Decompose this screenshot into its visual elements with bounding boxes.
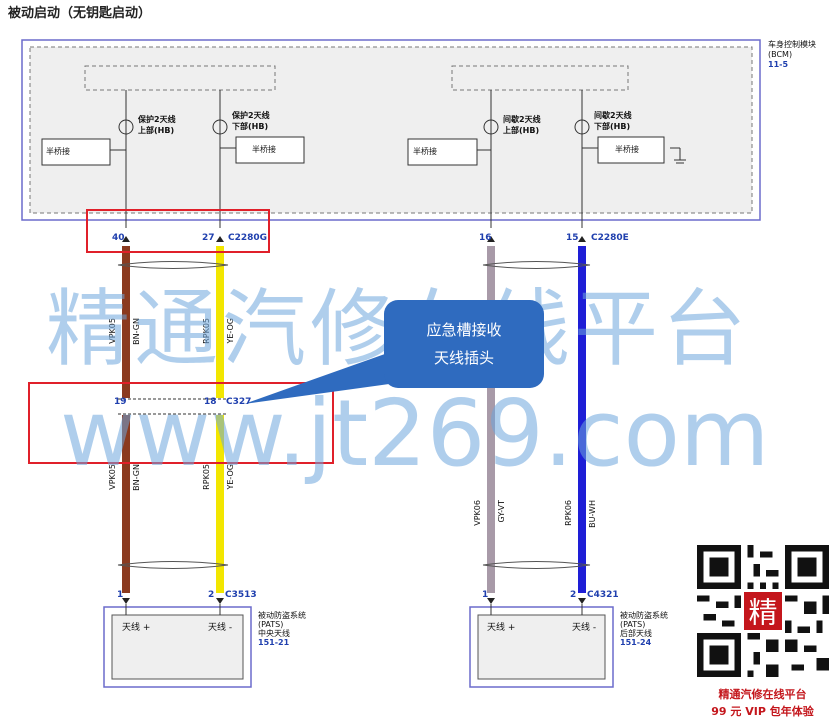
promo-line2: 99 元 VIP 包年体验 xyxy=(711,705,814,718)
qr-code: 精 xyxy=(697,545,829,677)
bcm-left-subunit xyxy=(84,65,276,91)
highlight-c2280g xyxy=(86,209,270,253)
qr-center-text: 精 xyxy=(749,595,778,629)
connector-c2280e: C2280E xyxy=(591,233,629,243)
rear-upper-label: 间歇2天线 上部(HB) xyxy=(503,115,541,135)
wire-rpk05-upper xyxy=(216,246,224,398)
pats-rear-line2: (PATS) xyxy=(620,620,646,629)
pin-c3513-1: 1 xyxy=(117,590,124,600)
pats-rear-box xyxy=(469,606,614,688)
pats-center-ref: 151-21 xyxy=(258,638,290,647)
pin-c4321-1: 1 xyxy=(482,590,489,600)
bcm-name-line2: (BCM) xyxy=(768,50,793,59)
connector-c3513: C3513 xyxy=(225,590,257,600)
callout-line1: 应急槽接收 xyxy=(426,321,502,339)
pats-rear-line1: 被动防盗系统 xyxy=(620,611,668,620)
pats-rear-ant-plus: 天线 + xyxy=(487,623,516,633)
pin-15: 15 xyxy=(566,233,579,243)
watermark-url: www.jt269.com xyxy=(60,380,770,487)
pats-center-ant-minus: 天线 - xyxy=(208,623,233,633)
half-bridge-2: 半桥接 xyxy=(252,145,276,154)
pats-center-line2: (PATS) xyxy=(258,620,284,629)
bcm-ref: 11-5 xyxy=(768,60,789,69)
callout-pointer xyxy=(244,350,418,404)
bcm-inner-dashed-box xyxy=(29,46,753,214)
pats-center-inner xyxy=(111,614,244,680)
wire-label-rpk06-color: BU-WH xyxy=(588,500,597,528)
wire-label-vpk06-color: GY-VT xyxy=(497,500,506,523)
front-upper-label: 保护2天线 上部(HB) xyxy=(138,115,176,135)
bcm-name-line1: 车身控制模块 xyxy=(768,40,816,49)
bcm-name: 车身控制模块 (BCM) 11-5 xyxy=(768,40,816,70)
pin-c3513-2: 2 xyxy=(208,590,215,600)
callout-line2: 天线插头 xyxy=(433,349,494,367)
wire-label-rpk06-circuit: RPK06 xyxy=(564,500,573,526)
half-bridge-3: 半桥接 xyxy=(413,147,437,156)
pats-center-line3: 中央天线 xyxy=(258,629,290,638)
wire-label-vpk06-circuit: VPK06 xyxy=(473,500,482,526)
front-lower-label: 保护2天线 下部(HB) xyxy=(232,111,270,131)
bcm-module-box xyxy=(21,39,761,221)
pats-rear-name: 被动防盗系统 (PATS) 后部天线 151-24 xyxy=(620,611,668,647)
pats-rear-line3: 后部天线 xyxy=(620,629,652,638)
pin-27: 27 xyxy=(202,233,215,243)
pats-rear-ant-minus: 天线 - xyxy=(572,623,597,633)
pin-19: 19 xyxy=(114,397,127,407)
wire-vpk05-lower xyxy=(122,415,130,593)
rear-lower-label: 间歇2天线 下部(HB) xyxy=(594,111,632,131)
highlight-c327 xyxy=(28,382,334,464)
pats-rear-ref: 151-24 xyxy=(620,638,652,647)
pats-center-ant-plus: 天线 + xyxy=(122,623,151,633)
connector-c4321: C4321 xyxy=(587,590,619,600)
bcm-right-subunit xyxy=(451,65,629,91)
pats-center-name: 被动防盗系统 (PATS) 中央天线 151-21 xyxy=(258,611,306,647)
callout-bubble: 应急槽接收 天线插头 xyxy=(384,300,544,388)
pin-16: 16 xyxy=(479,233,492,243)
pin-18: 18 xyxy=(204,397,217,407)
promo-caption: 精通汽修在线平台 99 元 VIP 包年体验 xyxy=(690,686,835,720)
wire-vpk06 xyxy=(487,246,495,593)
connector-c327: C327 xyxy=(226,397,252,407)
wire-rpk06 xyxy=(578,246,586,593)
wire-rpk05-lower xyxy=(216,415,224,593)
pats-center-line1: 被动防盗系统 xyxy=(258,611,306,620)
wire-vpk05-upper xyxy=(122,246,130,398)
pin-c4321-2: 2 xyxy=(570,590,577,600)
half-bridge-1: 半桥接 xyxy=(46,147,70,156)
half-bridge-4: 半桥接 xyxy=(615,145,639,154)
page-title: 被动启动（无钥匙启动） xyxy=(8,6,152,21)
promo-line1: 精通汽修在线平台 xyxy=(718,688,807,701)
pats-rear-inner xyxy=(477,614,606,680)
pats-center-box xyxy=(103,606,252,688)
pin-40: 40 xyxy=(112,233,125,243)
connector-c2280g: C2280G xyxy=(228,233,268,243)
